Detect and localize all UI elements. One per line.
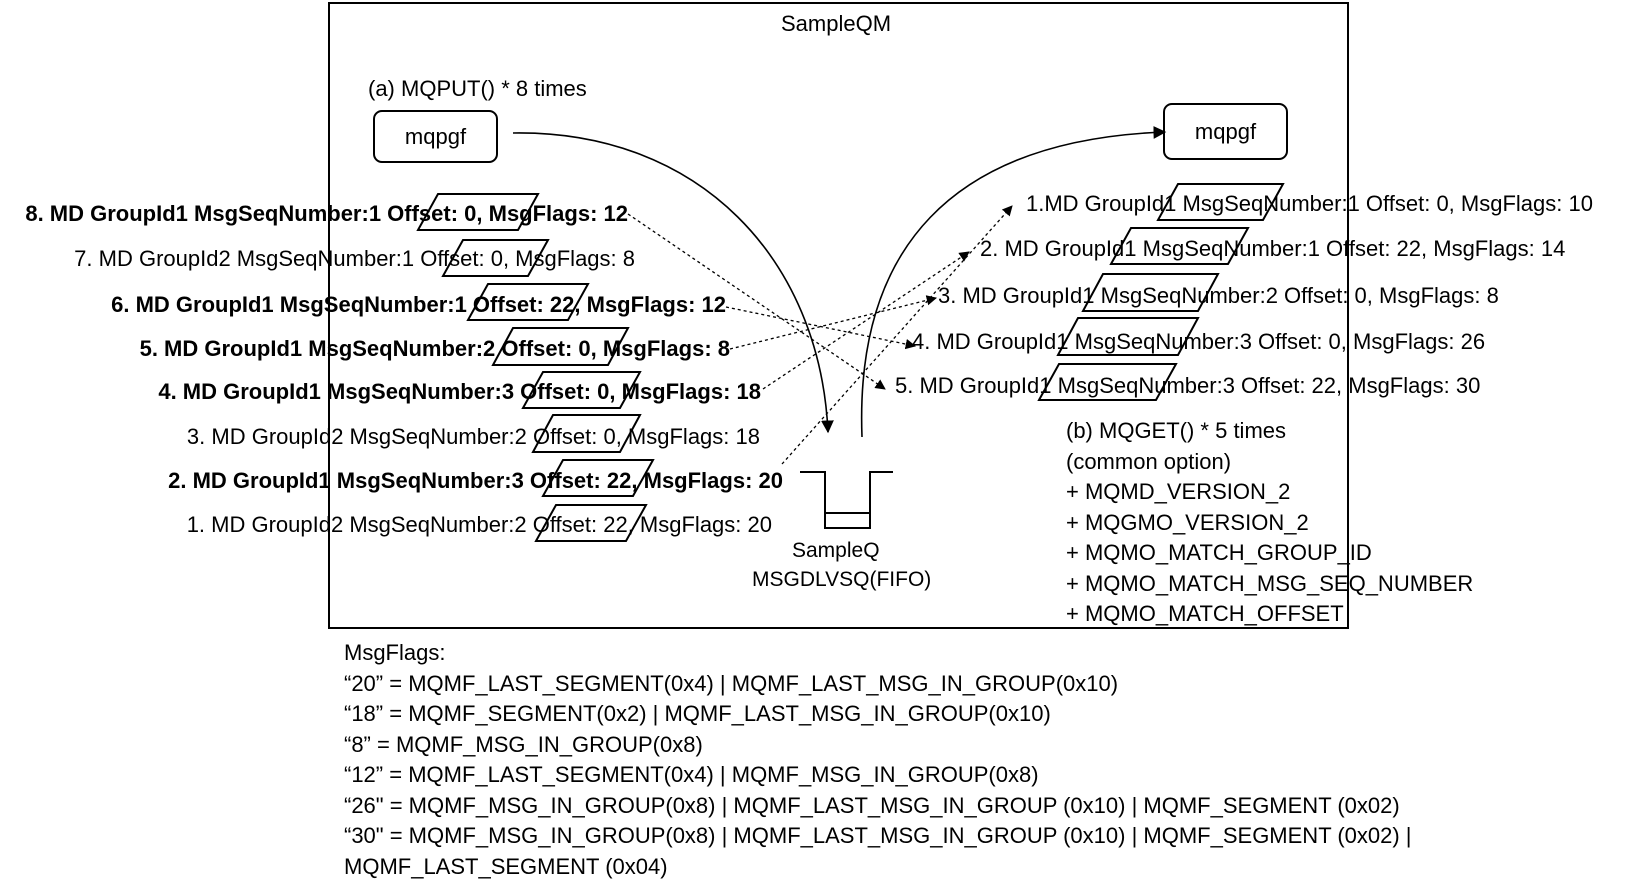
get-option-2: + MQMD_VERSION_2 xyxy=(1066,479,1291,504)
right-app-box: mqpgf xyxy=(1163,103,1288,160)
put-message-1: 1. MD GroupId2 MsgSeqNumber:2 Offset: 22… xyxy=(186,512,772,537)
mapping-4-to-2 xyxy=(762,251,970,390)
put-parallelogram-6 xyxy=(466,283,590,321)
get-parallelogram-5 xyxy=(1037,363,1178,401)
put-flow-arrow xyxy=(512,132,834,434)
put-parallelogram-1 xyxy=(534,504,648,542)
left-app-label: mqpgf xyxy=(404,123,467,149)
legend-line-4: “12” = MQMF_LAST_SEGMENT(0x4) | MQMF_MSG… xyxy=(344,762,1039,787)
mapping-8-to-5 xyxy=(627,213,886,390)
put-message-6: 6. MD GroupId1 MsgSeqNumber:1 Offset: 22… xyxy=(111,292,726,317)
get-parallelogram-4 xyxy=(1056,317,1200,356)
put-message-2: 2. MD GroupId1 MsgSeqNumber:3 Offset: 22… xyxy=(168,468,783,493)
legend-line-3: “8” = MQMF_MSG_IN_GROUP(0x8) xyxy=(344,731,703,757)
legend-line-5: “26" = MQMF_MSG_IN_GROUP(0x8) | MQMF_LAS… xyxy=(344,792,1400,818)
put-message-4: 4. MD GroupId1 MsgSeqNumber:3 Offset: 0,… xyxy=(158,379,761,404)
legend-line-1: “20” = MQMF_LAST_SEGMENT(0x4) | MQMF_LAS… xyxy=(344,670,1119,696)
put-parallelogram-2 xyxy=(541,459,655,497)
get-message-shapes xyxy=(1037,183,1285,401)
get-parallelogram-1 xyxy=(1156,183,1285,221)
get-parallelogram-3 xyxy=(1081,273,1220,312)
put-parallelogram-5 xyxy=(491,327,630,366)
get-message-3: 3. MD GroupId1 MsgSeqNumber:2 Offset: 0,… xyxy=(938,283,1499,308)
mapping-arrows xyxy=(627,205,1013,465)
queue-manager-frame xyxy=(328,2,1349,629)
legend-line-7: MQMF_LAST_SEGMENT (0x04) xyxy=(344,853,668,879)
get-parallelogram-2 xyxy=(1109,227,1250,265)
put-message-5: 5. MD GroupId1 MsgSeqNumber:2 Offset: 0,… xyxy=(139,336,730,361)
put-parallelogram-7 xyxy=(441,239,550,277)
right-app-label: mqpgf xyxy=(1194,118,1257,144)
legend-line-0: MsgFlags: xyxy=(344,640,446,665)
msgflags-legend: MsgFlags: “20” = MQMF_LAST_SEGMENT(0x4) … xyxy=(344,638,1412,882)
put-label: (a) MQPUT() * 8 times xyxy=(368,76,587,101)
queue-manager-title: SampleQM xyxy=(781,11,892,36)
put-message-7: 7. MD GroupId2 MsgSeqNumber:1 Offset: 0,… xyxy=(74,246,635,271)
queue-attribute: MSGDLVSQ(FIFO) xyxy=(752,568,932,591)
legend-line-2: “18” = MQMF_SEGMENT(0x2) | MQMF_LAST_MSG… xyxy=(344,701,1051,726)
get-option-1: (common option) xyxy=(1066,448,1232,474)
get-option-3: + MQGMO_VERSION_2 xyxy=(1066,509,1309,535)
get-message-5: 5. MD GroupId1 MsgSeqNumber:3 Offset: 22… xyxy=(895,373,1481,398)
mapping-2-to-1 xyxy=(781,205,1013,465)
get-options: (b) MQGET() * 5 times (common option) + … xyxy=(1066,416,1473,630)
put-message-8: 8. MD GroupId1 MsgSeqNumber:1 Offset: 0,… xyxy=(25,201,628,226)
put-parallelogram-8 xyxy=(416,193,540,231)
mapping-6-to-4 xyxy=(725,306,917,350)
get-flow-arrow xyxy=(860,126,1167,438)
put-message-3: 3. MD GroupId2 MsgSeqNumber:2 Offset: 0,… xyxy=(186,424,760,449)
queue-name: SampleQ xyxy=(792,539,880,562)
put-parallelogram-3 xyxy=(531,414,642,453)
get-option-4: + MQMO_MATCH_GROUP_ID xyxy=(1066,540,1372,565)
legend-line-6: “30" = MQMF_MSG_IN_GROUP(0x8) | MQMF_LAS… xyxy=(344,823,1412,848)
get-option-6: + MQMO_MATCH_OFFSET xyxy=(1066,601,1344,626)
get-message-2: 2. MD GroupId1 MsgSeqNumber:1 Offset: 22… xyxy=(980,236,1566,261)
get-message-1: 1.MD GroupId1 MsgSeqNumber:1 Offset: 0, … xyxy=(1026,191,1593,216)
queue-shape xyxy=(800,471,893,529)
get-option-0: (b) MQGET() * 5 times xyxy=(1066,418,1287,443)
put-message-shapes xyxy=(416,193,655,542)
mapping-5-to-3 xyxy=(729,295,938,350)
get-option-5: + MQMO_MATCH_MSG_SEQ_NUMBER xyxy=(1066,570,1474,596)
put-parallelogram-4 xyxy=(521,371,642,409)
left-app-box: mqpgf xyxy=(373,110,498,163)
get-message-4: 4. MD GroupId1 MsgSeqNumber:3 Offset: 0,… xyxy=(912,329,1486,354)
